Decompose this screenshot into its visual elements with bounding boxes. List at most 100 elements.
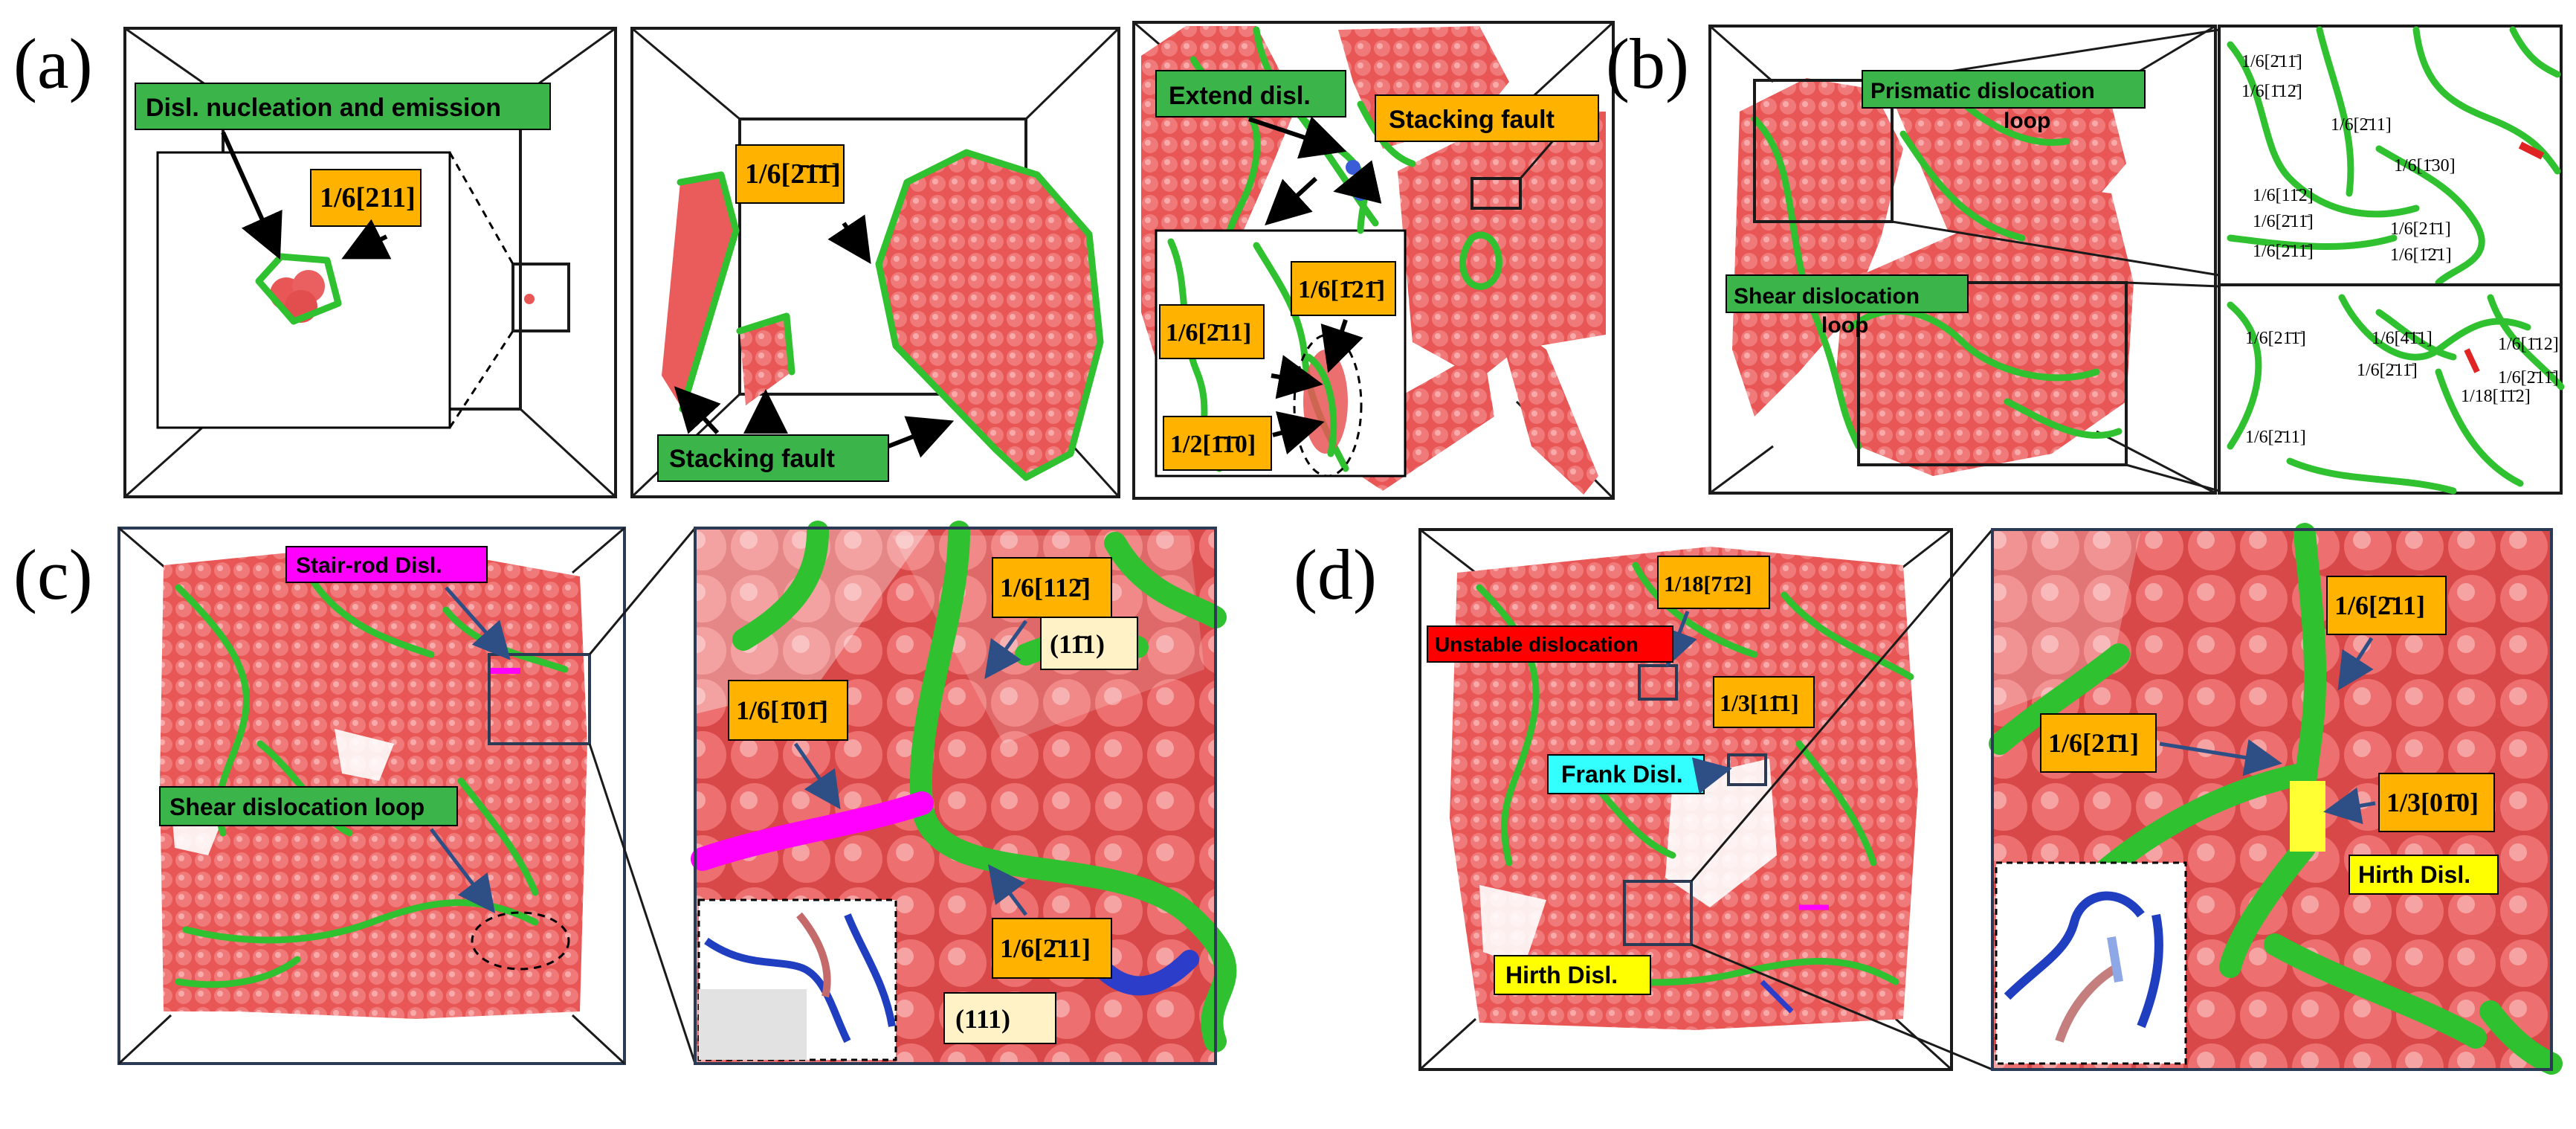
vec-top-4: 1/6[2̄11̄]: [2253, 212, 2314, 231]
panel-a: (a) Disl. nucleation and emission: [13, 21, 1615, 500]
arrow-nucleation: [221, 131, 283, 260]
arrow-d-2bar11: [2337, 637, 2374, 691]
arrow-sf-3: [887, 416, 955, 458]
stacking-fault-a3-corner: [1494, 312, 1598, 495]
label-frank-text: Frank Disl.: [1561, 761, 1683, 788]
arrow-extend-2: [1265, 176, 1318, 226]
arrow-frank: [1691, 757, 1732, 794]
label-burgers-1bar1bar0: [1163, 416, 1272, 471]
label-c-plane-111: [943, 992, 1056, 1044]
arrow-1bar21bar: [1320, 319, 1363, 373]
nucleation-cluster: [255, 253, 342, 325]
panel-a-box-1: Disl. nucleation and emission 1/6[211]: [123, 27, 617, 498]
panel-c-zoom: 1/6[112̄] (11̄1) 1/6[1̄01̄] 1/6[2̄11] (1…: [691, 521, 1237, 1065]
label-c-11-2bar-text: 1/6[112̄]: [1000, 573, 1091, 602]
label-stacking-fault-a-text: Stacking fault: [669, 445, 835, 473]
vec-top-2: 1/6[2̄11]: [2331, 115, 2392, 135]
label-d-2bar11-top: [2326, 576, 2447, 635]
label-unstable-text: Unstable dislocation: [1435, 633, 1639, 656]
label-unstable: [1427, 625, 1673, 663]
panel-a-box-3: Extend disl. Stacking fault 1/6[1̄21̄] 1…: [1132, 21, 1615, 500]
arrow-d-01bar0: [2323, 787, 2376, 825]
arrow-extend-1: [1248, 116, 1347, 159]
label-shear: [1726, 274, 1969, 313]
arrow-2bar11: [1271, 355, 1323, 399]
label-hirth-left: [1494, 955, 1651, 995]
label-burgers-2bar1bar1bar: [735, 144, 845, 204]
vec-top-3: 1/6[11̄2]: [2253, 186, 2314, 205]
label-shear-sub: loop: [1821, 313, 1868, 338]
vec-bot-6: 1/6[2̄11]: [2245, 428, 2306, 447]
stacking-fault-right: [879, 152, 1100, 477]
label-nucleation: [135, 83, 551, 130]
label-d-1-1bar-1: [1713, 676, 1815, 728]
panel-d-letter: (d): [1294, 535, 1377, 614]
label-d-21bar1: [2040, 713, 2157, 773]
arrow-d-21bar1: [2159, 739, 2282, 776]
label-c-1bar01bar-text: 1/6[1̄01̄]: [736, 695, 828, 725]
arrow-c-2bar11: [988, 864, 1027, 916]
vec-top-7: 1/6[2̄11̄]: [2253, 242, 2314, 261]
stacking-fault-left: [662, 175, 736, 409]
label-c-2bar11: [992, 918, 1112, 979]
label-frank: [1547, 754, 1705, 794]
stacking-fault-a3-right: [1398, 112, 1606, 379]
label-burgers-211: [310, 169, 422, 227]
arrow-sf-1: [674, 386, 721, 435]
label-hirth-left-text: Hirth Disl.: [1505, 962, 1618, 988]
label-stair-rod-text: Stair-rod Disl.: [296, 553, 442, 578]
vec-top-6: 1/6[21̄1]: [2390, 219, 2451, 239]
stacking-fault-b-bottom: [1836, 186, 2134, 476]
label-stacking-fault-a: [657, 434, 889, 482]
label-hirth-right: [2349, 855, 2499, 895]
label-shear-loop-text: Shear dislocation loop: [170, 794, 425, 820]
stacking-fault-b-left: [1732, 78, 1903, 416]
label-burgers-1bar21bar: [1291, 261, 1396, 316]
label-c-11-2bar: [992, 557, 1112, 618]
arrow-211: [341, 219, 392, 260]
vec-bot-4: 1/6[2̄11̄]: [2498, 368, 2559, 387]
label-nucleation-text: Disl. nucleation and emission: [146, 94, 501, 122]
vec-bot-3: 1/6[2̄11̄]: [2357, 361, 2418, 380]
label-prismatic-sub: loop: [2004, 109, 2050, 133]
vectors-bottom: 1/6[21̄1̄] 1/6[4̄1̄1] 1/6[1̄12] 1/6[2̄11…: [2245, 329, 2559, 447]
vec-top-1: 1/6[1̄12̄]: [2241, 82, 2302, 101]
panel-c-letter: (c): [13, 535, 93, 614]
label-c-plane-111-text: (111): [955, 1004, 1010, 1034]
label-d-21bar1-text: 1/6[21̄1]: [2048, 728, 2139, 758]
vec-top-0: 1/6[2̄11̄]: [2241, 52, 2302, 71]
vectors-top: 1/6[2̄11̄] 1/6[1̄12̄] 1/6[2̄11] 1/6[11̄2…: [2241, 52, 2456, 265]
panel-d-zoom: 1/6[2̄11] 1/6[21̄1] 1/3[01̄0] Hirth Disl…: [1989, 523, 2563, 1075]
label-d-1-1bar-1-text: 1/3[11̄1]: [1720, 689, 1799, 716]
label-c-plane-1-1bar-1-text: (11̄1): [1050, 629, 1105, 659]
vec-bot-5: 1/18[1̄1̄2]: [2461, 387, 2531, 406]
arrow-shear-loop: [430, 828, 496, 913]
arrow-c-11-2bar: [984, 620, 1028, 680]
label-burgers-2bar11: [1159, 304, 1265, 359]
panel-b-letter: (b): [1606, 24, 1689, 103]
panel-a-box-2: 1/6[2̄1̄1̄] Stacking fault: [630, 27, 1120, 498]
arrow-c-1bar01bar: [793, 742, 841, 810]
label-prismatic: [1862, 70, 2146, 109]
label-d-2bar11-top-text: 1/6[2̄11]: [2334, 591, 2425, 620]
label-stair-rod: [285, 546, 488, 583]
vec-top-5: 1/6[1̄30]: [2394, 156, 2456, 176]
panel-b-zoom-top: 1/6[2̄11̄] 1/6[1̄12̄] 1/6[2̄11] 1/6[11̄2…: [2218, 25, 2563, 286]
label-shear-text: Shear dislocation: [1734, 284, 1920, 309]
label-burgers-211-text: 1/6[211]: [320, 182, 416, 213]
vec-bot-0: 1/6[21̄1̄]: [2245, 329, 2306, 348]
vec-top-9: 1/6[1̄2̄1]: [2390, 245, 2452, 265]
label-c-2bar11-text: 1/6[2̄11]: [1000, 933, 1091, 963]
arrow-1bar1bar0: [1272, 411, 1325, 455]
label-burgers-2bar11-text: 1/6[2̄11]: [1166, 319, 1251, 347]
label-d-7-1-2bar: [1657, 556, 1770, 609]
label-stacking-fault-b: [1375, 94, 1599, 142]
label-shear-loop: [159, 786, 458, 826]
vec-bot-2: 1/6[1̄12]: [2498, 335, 2559, 354]
panel-a-letter: (a): [13, 24, 93, 103]
panel-b-zoom-bottom: 1/6[21̄1̄] 1/6[4̄1̄1] 1/6[1̄12] 1/6[2̄11…: [2218, 283, 2565, 495]
vec-bot-1: 1/6[4̄1̄1]: [2372, 329, 2433, 348]
label-hirth-right-text: Hirth Disl.: [2358, 861, 2470, 888]
label-burgers-1bar1bar0-text: 1/2[1̄1̄0]: [1170, 431, 1256, 458]
